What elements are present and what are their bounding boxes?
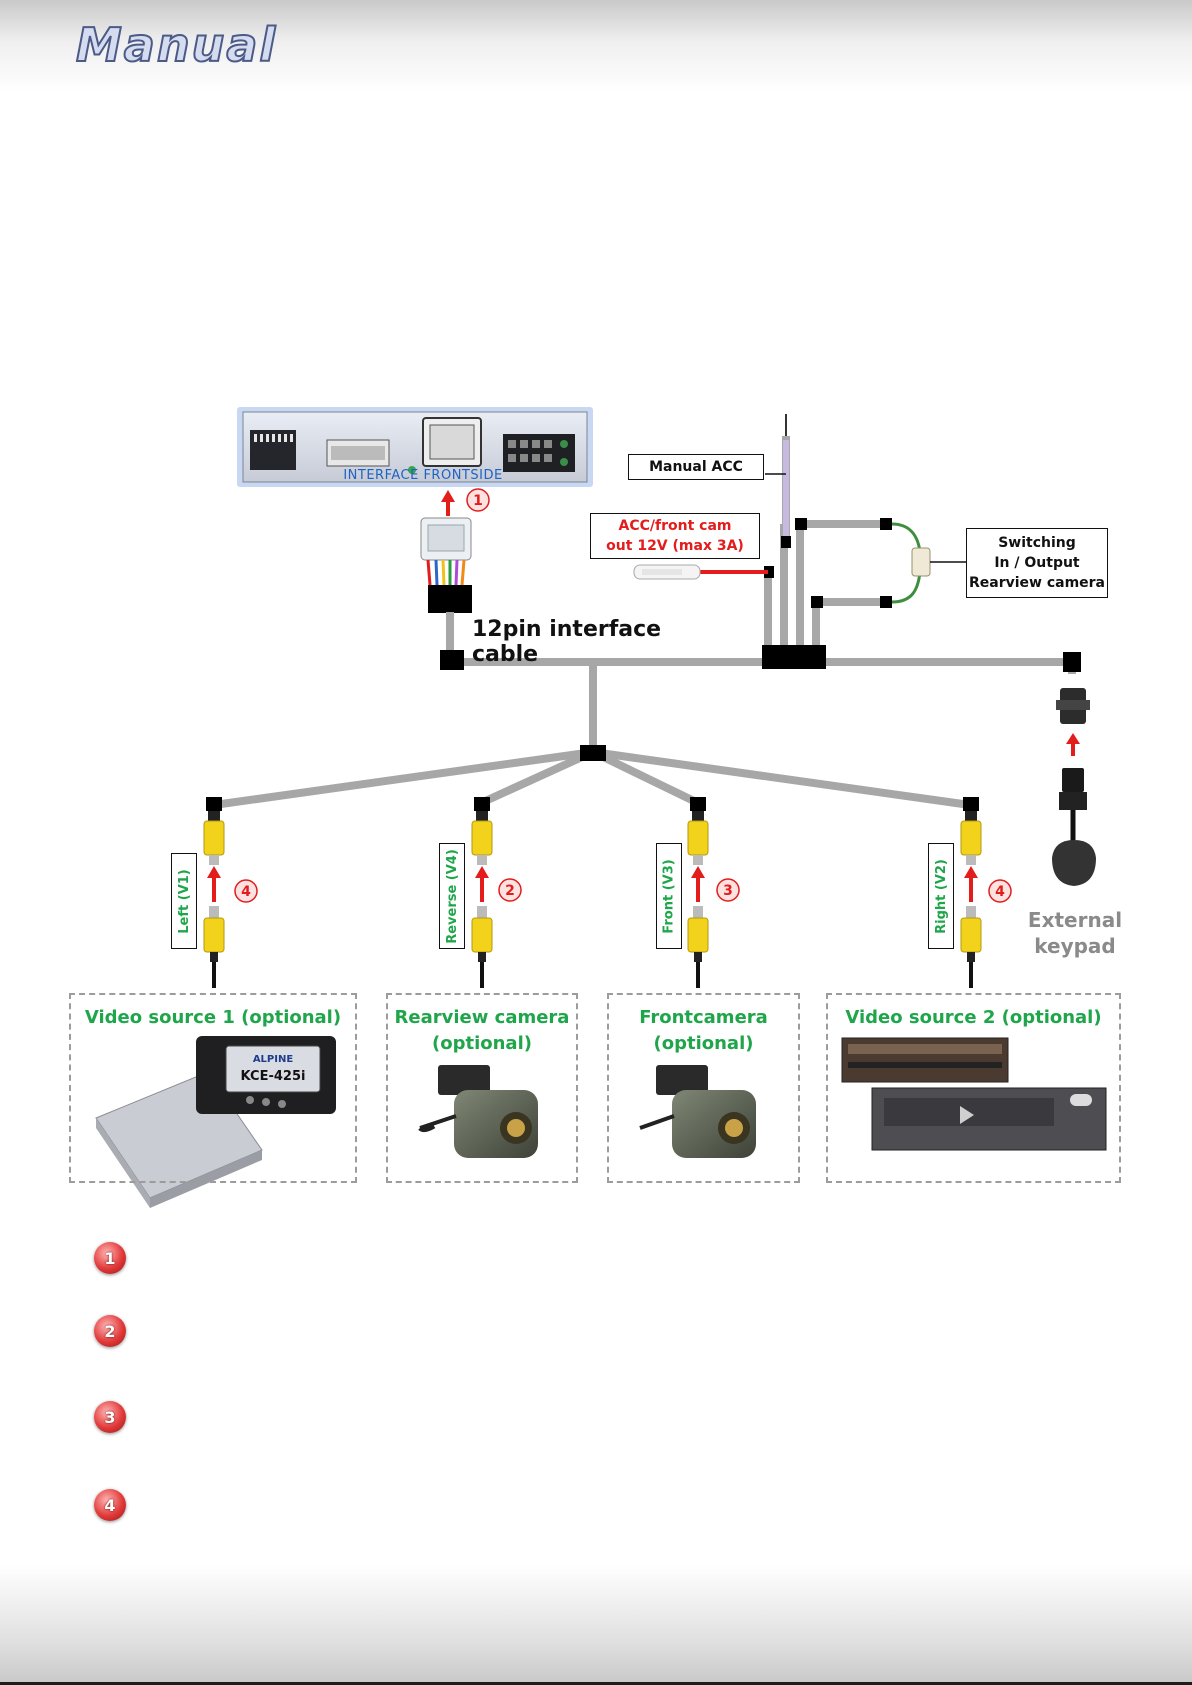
rca-left — [203, 811, 225, 988]
legend-bullet-2: 2 — [94, 1315, 126, 1347]
12pin-plug — [420, 517, 472, 613]
switching-wire — [891, 522, 968, 604]
page-footer — [0, 1565, 1192, 1685]
source-box-video-1: Video source 1 (optional) — [69, 993, 357, 1183]
source-box-rearview-camera: Rearview camera (optional) — [386, 993, 578, 1183]
svg-text:ALPINE: ALPINE — [253, 1054, 294, 1065]
manual-logo: Manual — [75, 18, 278, 72]
external-keypad-label: External keypad — [1027, 908, 1123, 958]
legend-bullet-4: 4 — [94, 1489, 126, 1521]
input-label-right: Right (V2) — [928, 843, 954, 949]
svg-text:4: 4 — [241, 884, 251, 900]
legend-bullet-3: 3 — [94, 1401, 126, 1433]
harness-connectors — [206, 518, 1081, 811]
front-camera-device — [639, 1065, 756, 1158]
source-box-frontcamera: Frontcamera (optional) — [607, 993, 800, 1183]
svg-text:4: 4 — [995, 884, 1005, 900]
svg-text:KCE-425i: KCE-425i — [241, 1069, 306, 1084]
cable-title: 12pin interface cable — [472, 617, 662, 667]
rca-reverse — [471, 811, 493, 988]
marker-interface: 1 — [466, 488, 490, 512]
rca-right — [960, 811, 982, 988]
acc-front-cam-wire — [633, 564, 768, 580]
arrow-1 — [441, 490, 455, 516]
marker-reverse: 2 — [498, 878, 522, 902]
video-source-1-device: ALPINE KCE-425i — [95, 1036, 336, 1208]
diagram-markers: 1 4 2 3 4 — [234, 488, 1012, 903]
video-source-2-device — [841, 1037, 1107, 1151]
manual-acc-label: Manual ACC — [628, 454, 764, 480]
input-label-front: Front (V3) — [656, 843, 682, 949]
input-label-reverse: Reverse (V4) — [439, 843, 465, 949]
rca-connectors — [203, 811, 982, 988]
rearview-camera-device — [418, 1065, 538, 1158]
svg-text:1: 1 — [473, 493, 483, 509]
interface-unit — [237, 407, 593, 487]
acc-wire — [783, 440, 789, 536]
page-header: Manual — [0, 0, 1192, 92]
switching-label: Switching In / Output Rearview camera — [966, 528, 1108, 598]
legend-bullet-1: 1 — [94, 1242, 126, 1274]
marker-right: 4 — [988, 879, 1012, 903]
marker-front: 3 — [716, 878, 740, 902]
marker-left: 4 — [234, 879, 258, 903]
rca-front — [687, 811, 709, 988]
svg-text:3: 3 — [723, 883, 733, 899]
external-keypad-device — [1052, 688, 1096, 886]
svg-text:2: 2 — [505, 883, 515, 899]
footer-line — [0, 1682, 1192, 1685]
source-box-video-2: Video source 2 (optional) — [826, 993, 1121, 1183]
input-label-left: Left (V1) — [171, 853, 197, 949]
interface-label: INTERFACE FRONTSIDE — [343, 468, 503, 483]
acc-front-cam-label: ACC/front cam out 12V (max 3A) — [590, 513, 760, 559]
